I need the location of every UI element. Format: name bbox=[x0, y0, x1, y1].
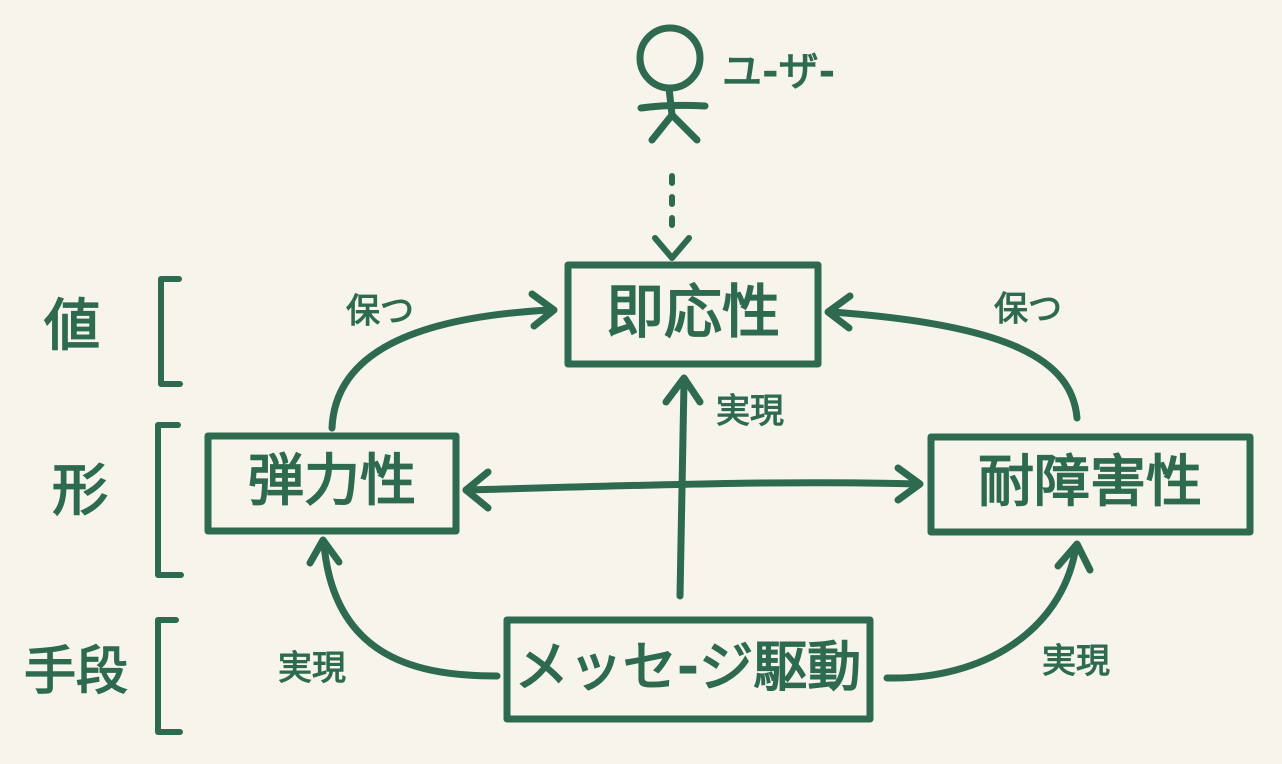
node-message-driven-label: メッセ-ジ駆動 bbox=[515, 636, 861, 699]
level-form-label: 形 bbox=[52, 459, 108, 524]
level-brackets bbox=[155, 276, 184, 735]
node-resilient-label: 耐障害性 bbox=[978, 450, 1202, 515]
bracket-means bbox=[155, 617, 183, 735]
arrow-elastic-to-responsive bbox=[328, 290, 558, 432]
box-elastic bbox=[204, 432, 460, 535]
level-value-label: 値 bbox=[43, 294, 100, 359]
level-means-label: 手段 bbox=[24, 642, 128, 702]
arrow-resilient-to-responsive bbox=[824, 292, 1081, 422]
user-label: ユ-ザ- bbox=[722, 49, 835, 95]
arrow-message-to-responsive bbox=[662, 374, 704, 600]
edge-label-keep-right: 保つ bbox=[994, 290, 1062, 330]
user-stick-figure-icon bbox=[636, 24, 709, 144]
arrow-message-to-elastic bbox=[306, 536, 501, 680]
bracket-value bbox=[158, 276, 183, 387]
box-resilient bbox=[927, 433, 1254, 536]
arrow-message-to-resilient bbox=[883, 540, 1094, 682]
box-message-driven bbox=[503, 616, 874, 723]
node-elastic-label: 弾力性 bbox=[248, 449, 416, 514]
user-dotted-arrow bbox=[652, 173, 692, 261]
box-responsive bbox=[564, 261, 822, 368]
edge-label-realize-left: 実現 bbox=[278, 649, 346, 689]
edge-label-realize-right: 実現 bbox=[1042, 642, 1110, 682]
arrow-elastic-resilient bbox=[462, 464, 924, 512]
bracket-form bbox=[155, 422, 184, 578]
node-responsive-label: 即応性 bbox=[606, 278, 780, 346]
edge-label-realize-center: 実現 bbox=[716, 392, 784, 432]
edge-label-keep-left: 保つ bbox=[346, 292, 414, 332]
